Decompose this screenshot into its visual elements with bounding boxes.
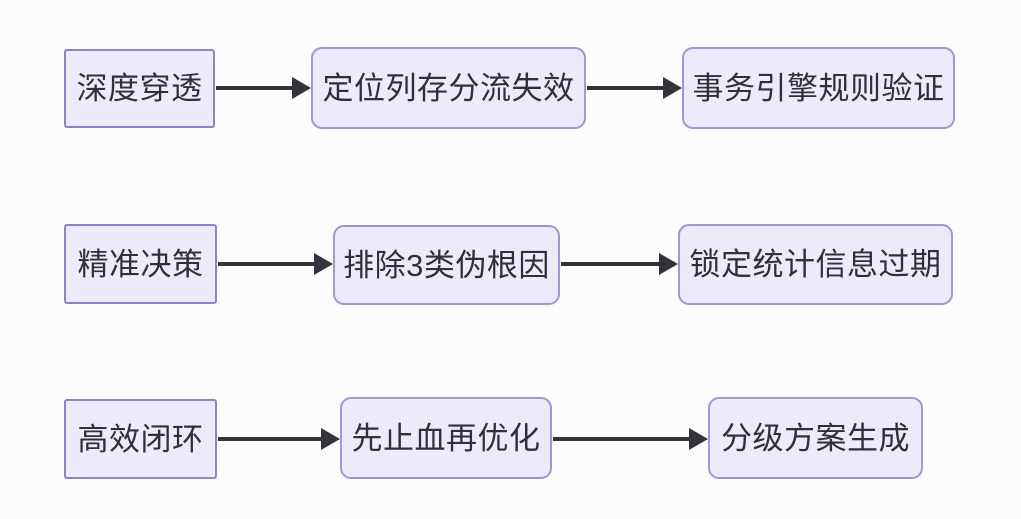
flow-node-label: 先止血再优化: [351, 420, 541, 456]
arrow-head-icon: [314, 253, 333, 275]
arrow-line: [218, 262, 314, 266]
flow-arrow-row2-2: [561, 252, 678, 276]
arrow-head-icon: [292, 77, 311, 99]
arrow-head-icon: [659, 253, 678, 275]
flow-node-row1-step1: 深度穿透: [64, 49, 215, 128]
flow-node-label: 深度穿透: [76, 71, 203, 106]
flow-node-row3-step1: 高效闭环: [64, 399, 217, 479]
flow-arrow-row3-2: [553, 427, 708, 451]
arrow-line: [553, 437, 689, 441]
flow-arrow-row1-1: [216, 76, 311, 100]
flow-arrow-row3-1: [218, 427, 340, 451]
flow-node-row2-step1: 精准决策: [64, 224, 217, 304]
flow-node-row3-step2: 先止血再优化: [340, 397, 552, 479]
arrow-line: [561, 262, 659, 266]
flow-node-label: 排除3类伪根因: [343, 247, 550, 283]
arrow-line: [216, 86, 292, 90]
flow-arrow-row2-1: [218, 252, 333, 276]
flow-node-row1-step2: 定位列存分流失效: [311, 47, 586, 129]
flow-node-label: 精准决策: [77, 246, 204, 282]
flow-node-row2-step3: 锁定统计信息过期: [678, 224, 953, 305]
arrow-head-icon: [689, 428, 708, 450]
flow-node-label: 事务引擎规则验证: [692, 70, 945, 106]
arrow-line: [218, 437, 321, 441]
arrow-head-icon: [663, 77, 682, 99]
flow-node-label: 锁定统计信息过期: [689, 247, 942, 282]
arrow-line: [587, 86, 663, 90]
flow-node-row2-step2: 排除3类伪根因: [333, 225, 560, 305]
flow-arrow-row1-2: [587, 76, 682, 100]
flow-node-row3-step3: 分级方案生成: [708, 397, 923, 479]
flow-node-label: 高效闭环: [77, 421, 204, 457]
flow-node-label: 分级方案生成: [721, 420, 910, 456]
flow-node-label: 定位列存分流失效: [322, 70, 575, 106]
arrow-head-icon: [321, 428, 340, 450]
flow-node-row1-step3: 事务引擎规则验证: [682, 47, 955, 129]
